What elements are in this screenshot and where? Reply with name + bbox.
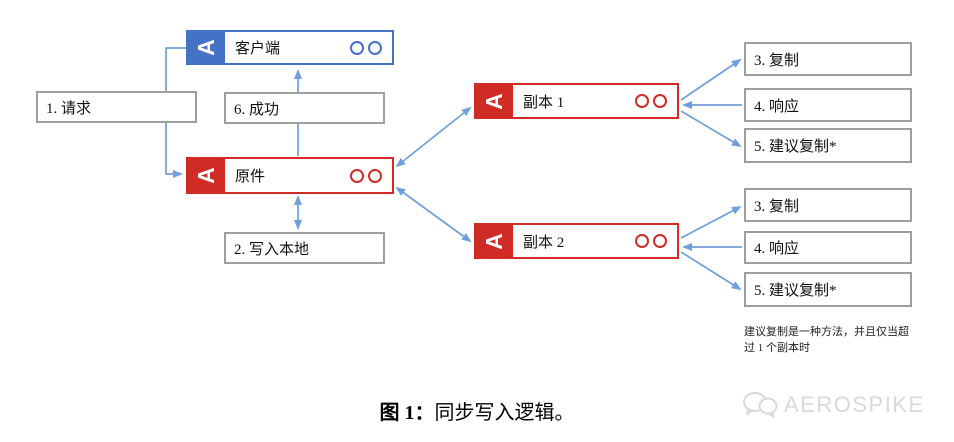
chat-bubbles-icon — [743, 392, 778, 418]
step-r2-respond: 4. 响应 — [744, 231, 912, 264]
footnote: 建议复制是一种方法，并且仅当超 过 1 个副本时 — [744, 324, 944, 356]
step-request: 1. 请求 — [36, 91, 197, 123]
step-r2-suggest: 5. 建议复制* — [744, 272, 912, 307]
record-copies-icon — [635, 94, 667, 108]
footnote-line2: 过 1 个副本时 — [744, 342, 810, 354]
caption-number: 图 1： — [379, 402, 435, 424]
step-r2-replicate: 3. 复制 — [744, 188, 912, 222]
node-replica1: A 副本 1 — [474, 83, 679, 119]
arrow-r2-suggest — [680, 251, 742, 291]
record-copies-icon — [350, 40, 382, 55]
node-master-label: 原件 — [235, 169, 266, 185]
arrow-r1-suggest — [680, 110, 742, 148]
step-r1-replicate: 3. 复制 — [744, 42, 912, 76]
step-r1-suggest: 5. 建议复制* — [744, 128, 912, 163]
aerospike-node-icon: A — [476, 225, 513, 257]
arrow-master-replica2 — [395, 186, 472, 243]
aerospike-node-icon: A — [188, 159, 225, 192]
arrow-master-replica1 — [395, 106, 472, 168]
caption-text: 同步写入逻辑。 — [434, 402, 575, 424]
node-master: A 原件 — [186, 157, 394, 194]
figure-caption: 图 1：同步写入逻辑。 — [0, 396, 954, 425]
node-client: A 客户端 — [186, 30, 394, 65]
node-client-label: 客户端 — [235, 41, 281, 57]
watermark-text: AEROSPIKE — [784, 391, 925, 417]
footnote-line1: 建议复制是一种方法，并且仅当超 — [744, 326, 909, 338]
arrow-r2-replicate — [680, 206, 742, 239]
record-copies-icon — [350, 168, 382, 183]
aerospike-node-icon: A — [476, 85, 513, 117]
step-success: 6. 成功 — [224, 92, 385, 124]
node-replica2-label: 副本 2 — [523, 234, 565, 251]
record-copies-icon — [635, 234, 667, 248]
node-replica2: A 副本 2 — [474, 223, 679, 259]
node-replica1-label: 副本 1 — [523, 94, 565, 111]
arrow-r1-replicate — [680, 58, 742, 101]
step-write-local: 2. 写入本地 — [224, 232, 385, 264]
aerospike-node-icon: A — [188, 32, 225, 63]
step-r1-respond: 4. 响应 — [744, 88, 912, 122]
watermark: AEROSPIKE — [742, 391, 925, 418]
